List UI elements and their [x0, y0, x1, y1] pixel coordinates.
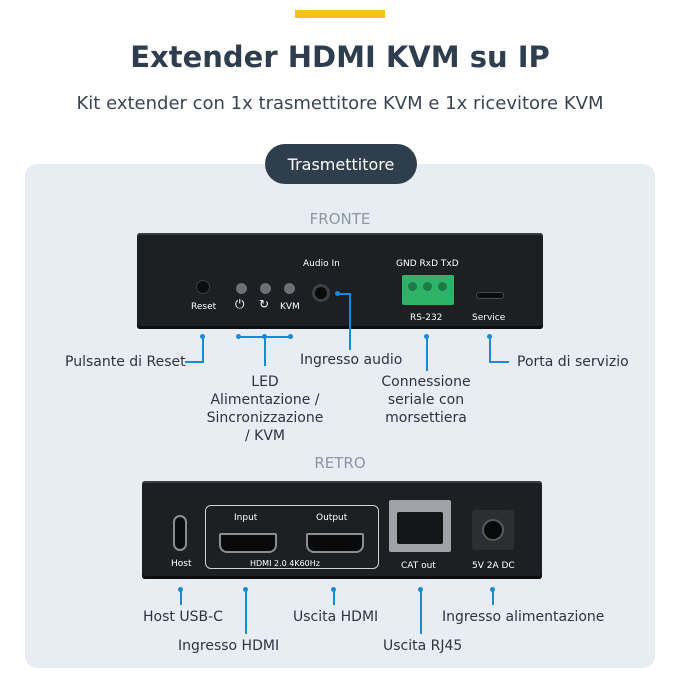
led-callout: LED Alimentazione / Sincronizzazione / K…: [206, 374, 324, 444]
hdmi-out-connector-line: [333, 589, 335, 605]
serial-callout: Connessione seriale con morsettiera: [381, 374, 471, 426]
hdmi-spec-label: HDMI 2.0 4K60Hz: [250, 559, 320, 568]
hdmi-output-port: [306, 533, 364, 553]
power-jack: [472, 510, 514, 550]
rs232-label: RS-232: [410, 313, 443, 323]
rj45-connector-line: [420, 589, 422, 634]
terminal-block: [402, 275, 454, 305]
audio-callout: Ingresso audio: [300, 352, 403, 368]
kvm-led: [284, 283, 295, 294]
reset-connector-line: [202, 336, 204, 361]
accent-bar: [295, 10, 385, 18]
reset-label: Reset: [191, 302, 217, 312]
power-spec-label: 5V 2A DC: [472, 561, 515, 571]
hdmi-in-connector-line: [245, 589, 247, 634]
hdmi-input-port: [219, 533, 277, 553]
rear-panel-device: Host Input Output HDMI 2.0 4K60Hz CAT ou…: [142, 481, 542, 579]
serial-connector-line: [426, 336, 428, 371]
page-subtitle: Kit extender con 1x trasmettitore KVM e …: [76, 93, 604, 114]
service-callout: Porta di servizio: [517, 354, 629, 370]
service-label: Service: [472, 313, 506, 323]
sync-led: [260, 283, 271, 294]
hdmi-output-label: Output: [316, 513, 348, 523]
unit-label-pill: Trasmettitore: [265, 144, 417, 184]
page-title: Extender HDMI KVM su IP: [130, 40, 550, 74]
usb-c-callout: Host USB-C: [143, 609, 223, 625]
usb-c-connector-line: [180, 589, 182, 605]
reset-connector-tail: [185, 361, 204, 363]
power-icon: ⏻: [235, 297, 245, 311]
hdmi-out-callout: Uscita HDMI: [293, 609, 379, 625]
front-panel-device: Reset ⏻ ↻ KVM Audio In GND RxD TxD RS-23…: [137, 233, 543, 329]
power-callout: Ingresso alimentazione: [442, 609, 605, 625]
cat-out-label: CAT out: [401, 561, 436, 571]
usb-c-port: [173, 515, 187, 551]
hdmi-input-label: Input: [234, 513, 258, 523]
led-connector-line: [264, 338, 266, 366]
service-connector-line: [489, 336, 491, 361]
reset-button: [196, 280, 210, 294]
terminal-pin-labels: GND RxD TxD: [396, 259, 459, 269]
kvm-led-label: KVM: [280, 302, 300, 312]
led-connector-bar: [238, 336, 291, 338]
service-connector-tail: [489, 361, 509, 363]
audio-connector-tail: [337, 293, 351, 295]
audio-connector-line: [349, 293, 351, 350]
power-connector-line: [492, 589, 494, 605]
reset-callout: Pulsante di Reset: [65, 354, 186, 370]
hdmi-group-frame: [205, 505, 379, 569]
audio-jack: [312, 284, 330, 302]
rear-section-label: RETRO: [314, 454, 366, 472]
audio-in-label: Audio In: [303, 259, 340, 269]
rj45-callout: Uscita RJ45: [383, 638, 463, 654]
sync-icon: ↻: [259, 297, 270, 311]
service-port: [476, 292, 504, 299]
power-led: [236, 283, 247, 294]
rj45-port: [389, 500, 451, 552]
host-label: Host: [171, 559, 192, 569]
hdmi-in-callout: Ingresso HDMI: [178, 638, 280, 654]
front-section-label: FRONTE: [309, 210, 371, 228]
